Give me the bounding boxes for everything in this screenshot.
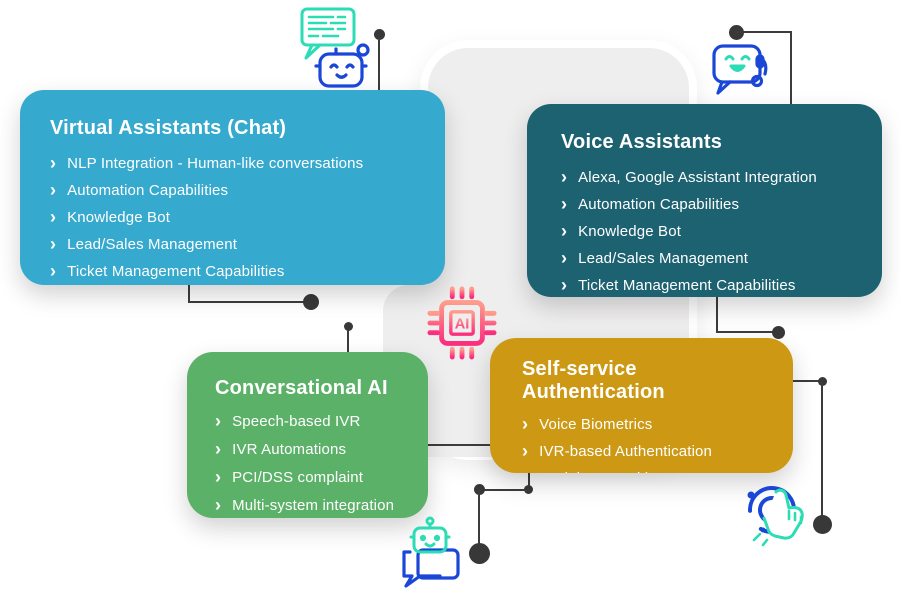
connector-line [736,31,792,33]
list-item-text: Voice Biometrics [539,416,653,433]
chevron-bullet-icon: › [522,441,529,461]
virtual-assistants-list: › NLP Integration - Human-like conversati… [50,153,415,280]
list-item-text: Multi-system integration [232,497,395,514]
chevron-bullet-icon: › [561,194,568,214]
conversational-ai-list: › Speech-based IVR › IVR Automations › PCI/… [215,411,400,514]
list-item-text: IVR-based Authentication [539,443,713,460]
connector-line [716,331,778,333]
connector-line [528,471,530,491]
list-item: › Knowledge Bot [50,207,415,226]
list-item: › PCI/DSS complaint [215,467,400,486]
touch-authentication-icon [747,486,804,547]
chevron-bullet-icon: › [561,167,568,187]
list-item-text: Speech-based IVR [232,413,361,430]
chatbot-bubbles-icon [402,516,460,588]
connector-line [188,283,190,303]
connector-line [790,31,792,106]
connector-line [428,444,492,446]
chevron-bullet-icon: › [50,153,57,173]
connector-line [347,330,349,354]
connector-dot [303,294,319,310]
self-service-authentication-title: Self-service Authentication [522,358,665,403]
connector-line [188,301,311,303]
list-item: › Lead/Sales Management [50,234,415,253]
list-item-text: PCI/DSS complaint [232,469,364,486]
connector-dot [374,29,385,40]
chevron-bullet-icon: › [215,411,222,431]
chevron-bullet-icon: › [215,439,222,459]
connector-line [792,380,824,382]
connector-line [378,40,380,90]
ai-chip-icon: AI [427,286,497,360]
virtual-assistants-card: Virtual Assistants (Chat) › NLP Integrati… [20,90,445,285]
list-item-text: Automation Capabilities [67,182,229,199]
chevron-bullet-icon: › [215,467,222,487]
connector-dot [469,543,490,564]
self-service-authentication-card: Self-service Authentication › Voice Biome… [490,338,793,473]
list-item-text: NLP Integration - Human-like conversatio… [67,155,364,172]
chatbot-message-icon [300,7,370,88]
list-item: › Facial Recognition [522,468,761,473]
connector-dot [818,377,827,386]
list-item-text: Knowledge Bot [67,209,171,226]
list-item-text: Lead/Sales Management [578,250,749,267]
connector-dot [772,326,785,339]
list-item: › Automation Capabilities [561,194,848,213]
list-item: › Lead/Sales Management [561,248,848,267]
list-item-text: Ticket Management Capabilities [67,263,285,280]
chevron-bullet-icon: › [50,234,57,254]
list-item: › Multi-system integration [215,495,400,514]
connector-dot [813,515,832,534]
list-item: › Ticket Management Capabilities [50,261,415,280]
chevron-bullet-icon: › [561,275,568,295]
list-item: › Ticket Management Capabilities [561,275,848,294]
list-item: › Speech-based IVR [215,411,400,430]
list-item-text: Knowledge Bot [578,223,682,240]
list-item: › IVR Automations [215,439,400,458]
list-item-text: IVR Automations [232,441,347,458]
list-item: › Alexa, Google Assistant Integration [561,167,848,186]
list-item-text: Facial Recognition [539,470,665,473]
connector-line [716,295,718,333]
chevron-bullet-icon: › [215,495,222,515]
conversational-ai-card: Conversational AI › Speech-based IVR › IVR… [187,352,428,518]
chevron-bullet-icon: › [561,248,568,268]
connector-dot [474,484,485,495]
list-item-text: Ticket Management Capabilities [578,277,796,294]
virtual-assistants-title: Virtual Assistants (Chat) [50,117,287,139]
chip-label: AI [455,316,470,332]
voice-assistants-list: › Alexa, Google Assistant Integration › Au… [561,167,848,294]
chevron-bullet-icon: › [522,469,528,473]
voice-assistants-card: Voice Assistants › Alexa, Google Assistan… [527,104,882,297]
voice-assistants-title: Voice Assistants [561,131,723,153]
self-service-authentication-list: › Voice Biometrics › IVR-based Authenticat… [522,414,761,473]
chevron-bullet-icon: › [50,180,57,200]
list-item: › NLP Integration - Human-like conversati… [50,153,415,172]
voicebot-bubble-icon [712,44,768,95]
list-item: › Voice Biometrics [522,414,761,433]
list-item: › Automation Capabilities [50,180,415,199]
list-item-text: Automation Capabilities [578,196,740,213]
connector-dot [344,322,353,331]
list-item-text: Lead/Sales Management [67,236,238,253]
chevron-bullet-icon: › [561,221,568,241]
conversational-ai-title: Conversational AI [215,377,388,399]
list-item: › IVR-based Authentication [522,441,761,460]
chevron-bullet-icon: › [50,207,57,227]
connector-line [821,382,823,520]
chevron-bullet-icon: › [50,261,57,281]
list-item: › Knowledge Bot [561,221,848,240]
connector-line [478,490,480,550]
list-item-text: Alexa, Google Assistant Integration [578,169,817,186]
connector-line [480,489,530,491]
chevron-bullet-icon: › [522,414,529,434]
